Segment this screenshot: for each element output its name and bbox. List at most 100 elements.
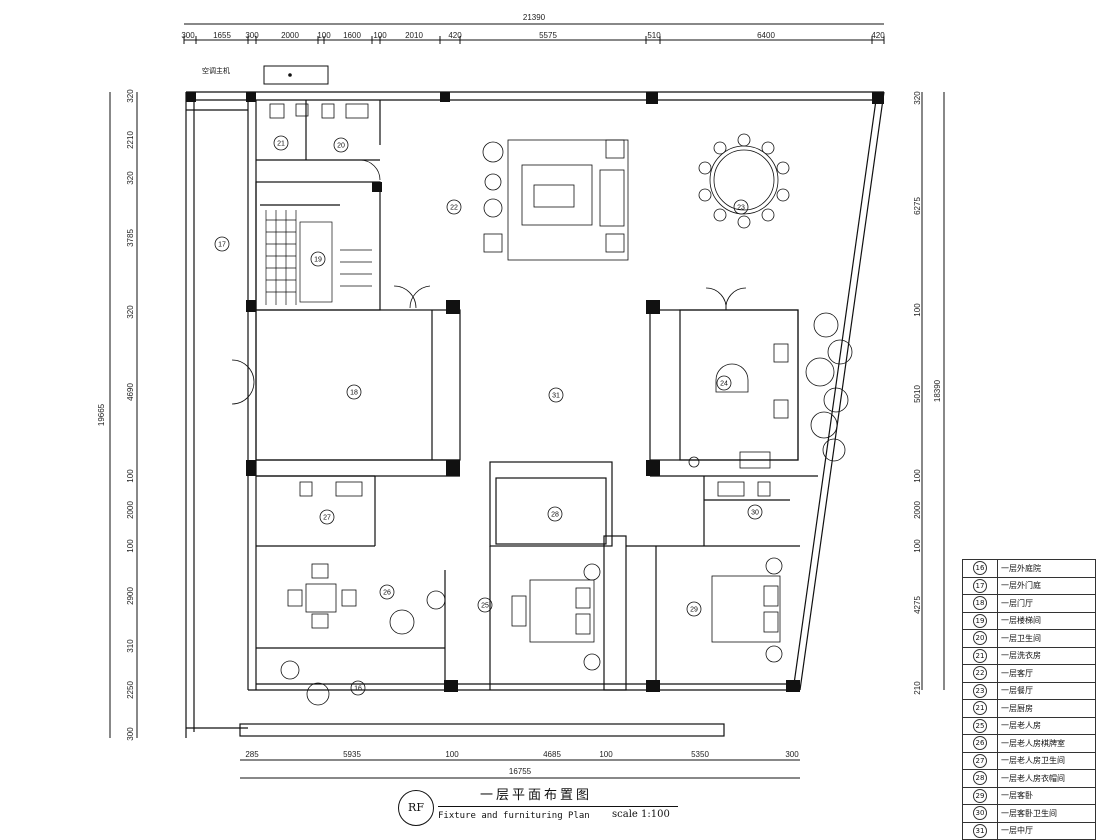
legend-num: 21 [973, 648, 987, 663]
walls [185, 91, 885, 738]
ac-unit-dot [288, 73, 292, 77]
room-number-label: 26 [383, 590, 391, 597]
legend-num: 20 [973, 631, 987, 646]
bottom-dim-seg-0: 285 [245, 750, 259, 759]
legend-num: 19 [973, 613, 987, 628]
top-dim-seg-6: 100 [373, 31, 387, 40]
legend-num-cell: 20 [962, 629, 998, 648]
legend-num: 27 [973, 753, 987, 768]
left-dim-seg-11: 2250 [126, 681, 135, 699]
top-dim-seg-0: 300 [181, 31, 195, 40]
legend-num: 16 [973, 561, 987, 576]
legend-num-cell: 25 [962, 716, 998, 735]
room-number-circle [477, 597, 493, 613]
bottom-dim-seg-5: 5350 [691, 750, 709, 759]
legend-room-name: 一层门厅 [997, 594, 1096, 613]
legend-num-cell: 19 [962, 611, 998, 630]
right-dim-seg-1: 6275 [913, 197, 922, 215]
legend-room-name: 一层厨房 [997, 699, 1096, 718]
room-number-circle [310, 251, 326, 267]
room-number-label: 19 [314, 257, 322, 264]
top-dim-seg-5: 1600 [343, 31, 361, 40]
right-dim-seg-3: 5010 [913, 385, 922, 403]
room-number-label: 30 [751, 510, 759, 517]
right-dim-seg-7: 4275 [913, 596, 922, 614]
room-number-label: 18 [350, 390, 358, 397]
legend-num: 22 [973, 666, 987, 681]
right-dim-seg-6: 100 [913, 539, 922, 553]
room-number-circle [319, 509, 335, 525]
bottom-dim-seg-2: 100 [445, 750, 459, 759]
legend-room-name: 一层老人房衣帽间 [997, 769, 1096, 788]
left-dim-seg-2: 320 [126, 171, 135, 185]
room-number-label: 28 [551, 512, 559, 519]
room-number-circle [548, 387, 564, 403]
room-number-circle [273, 135, 289, 151]
right-dim-seg-0: 320 [913, 91, 922, 105]
dining-chairs [698, 133, 790, 229]
legend-room-name: 一层外门庭 [997, 576, 1096, 595]
top-dim-seg-2: 300 [245, 31, 259, 40]
room-number-circle [733, 199, 749, 215]
right-dim-seg-4: 100 [913, 469, 922, 483]
legend-row: 16 一层外庭院 [962, 559, 1096, 578]
legend-room-name: 一层中厅 [997, 821, 1096, 840]
left-dim-seg-4: 320 [126, 305, 135, 319]
room-number-label: 20 [337, 143, 345, 150]
room-number-label: 24 [720, 381, 728, 388]
legend-row: 31 一层中厅 [962, 821, 1096, 840]
legend-num-cell: 26 [962, 734, 998, 753]
room-number-label: 17 [218, 242, 226, 249]
left-dim-seg-10: 310 [126, 639, 135, 653]
legend-num: 21 [973, 701, 987, 716]
room-number-circle [716, 375, 732, 391]
top-dim-seg-7: 2010 [405, 31, 423, 40]
legend-num-cell: 27 [962, 751, 998, 770]
top-dim-seg-3: 2000 [281, 31, 299, 40]
bottom-dim-seg-3: 4685 [543, 750, 561, 759]
room-number-circle [346, 384, 362, 400]
room-number-label: 27 [323, 515, 331, 522]
legend-room-name: 一层餐厅 [997, 681, 1096, 700]
left-dim-seg-12: 300 [126, 727, 135, 741]
legend-room-name: 一层卫生间 [997, 629, 1096, 648]
legend-room-name: 一层外庭院 [997, 559, 1096, 578]
bottom-dim-seg-1: 5935 [343, 750, 361, 759]
bed-29 [711, 575, 781, 643]
legend-room-name: 一层老人房卫生间 [997, 751, 1096, 770]
legend-num-cell: 30 [962, 804, 998, 823]
drawing-title-cn: 一层平面布置图 [480, 788, 593, 803]
legend-num-cell: 18 [962, 594, 998, 613]
furniture [231, 103, 853, 706]
room-number-circle [747, 504, 763, 520]
legend-room-name: 一层客卧 [997, 786, 1096, 805]
top-overall-dim: 21390 [523, 13, 546, 22]
room-number-circle [214, 236, 230, 252]
legend-num: 28 [973, 771, 987, 786]
room-number-label: 25 [481, 603, 489, 610]
top-dim-seg-8: 420 [448, 31, 462, 40]
room-number-circle [446, 199, 462, 215]
legend-room-name: 一层客厅 [997, 664, 1096, 683]
legend-num-cell: 23 [962, 681, 998, 700]
legend-num-cell: 21 [962, 646, 998, 665]
room-number-label: 16 [354, 686, 362, 693]
left-dim-seg-5: 4690 [126, 383, 135, 401]
room-number-label: 21 [277, 141, 285, 148]
legend-num: 25 [973, 718, 987, 733]
legend-num: 31 [973, 823, 987, 838]
left-dim-seg-1: 2210 [126, 131, 135, 149]
bottom-dim-seg-4: 100 [599, 750, 613, 759]
top-dim-seg-9: 5575 [539, 31, 557, 40]
legend-num: 30 [973, 806, 987, 821]
left-dim-seg-3: 3785 [126, 229, 135, 247]
title-badge: RF [398, 790, 434, 826]
